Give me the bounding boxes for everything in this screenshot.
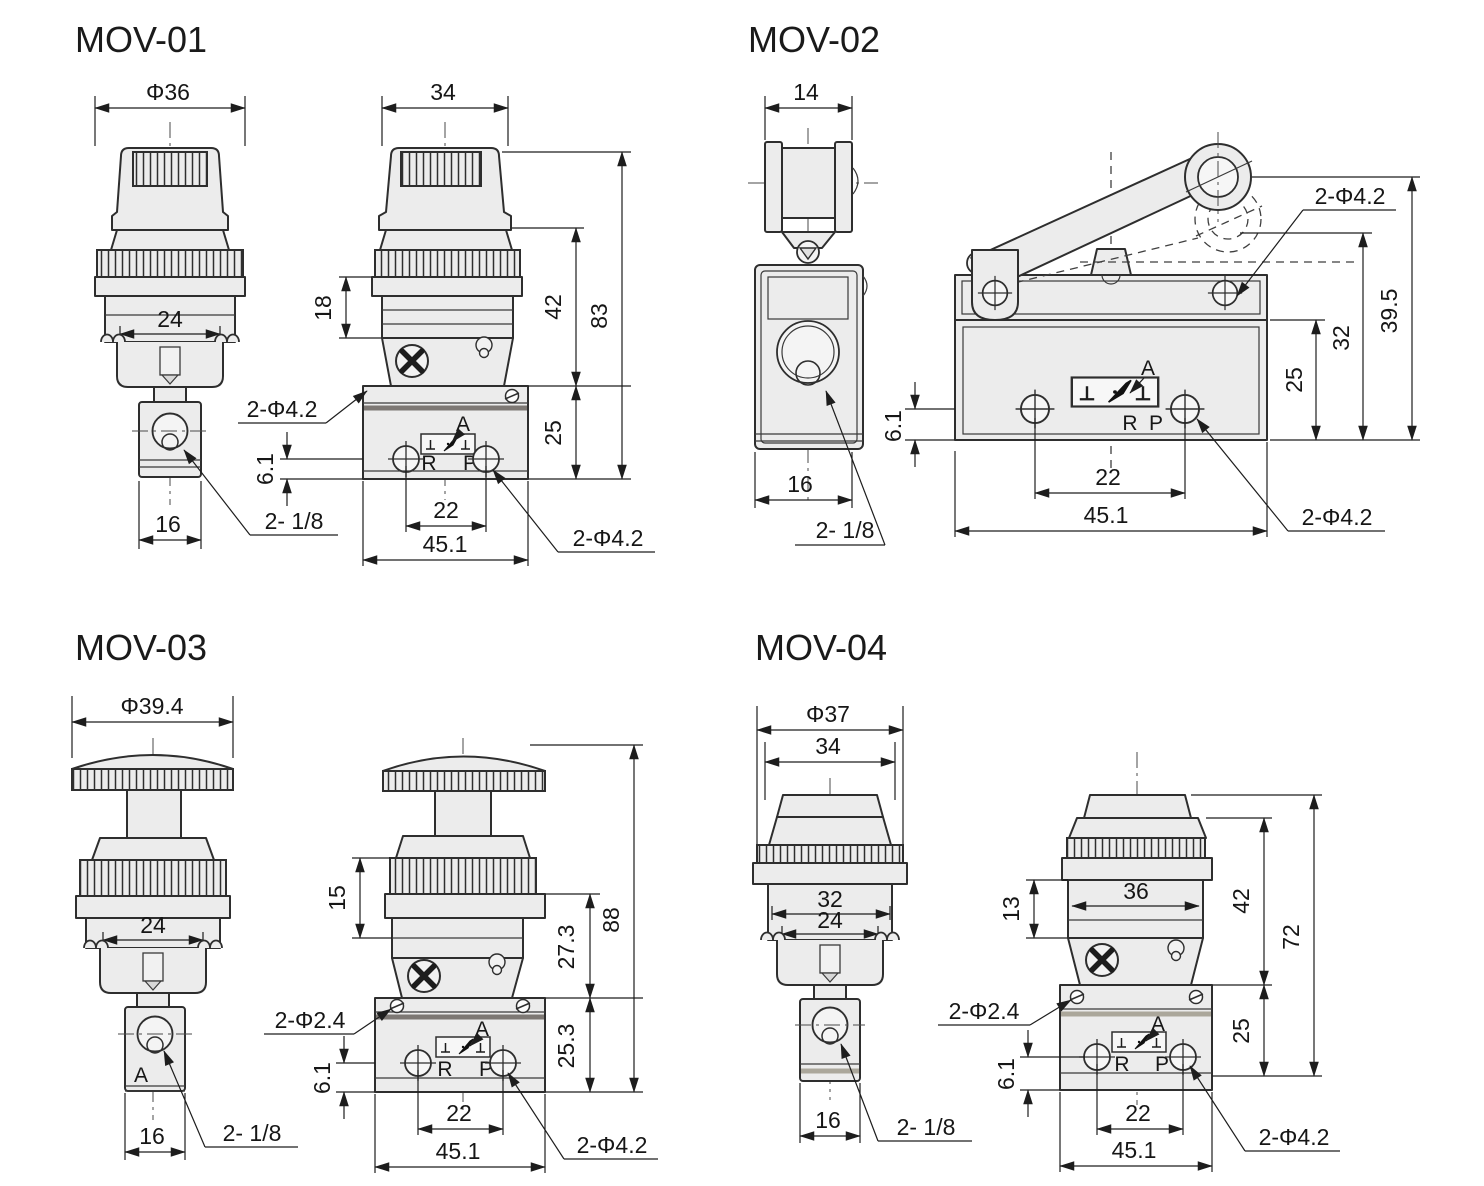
panel-mov02: MOV-02 14 16 2- 1/8 [748,19,1420,546]
port-label-r: R [1114,1053,1129,1076]
label-mov02-holes-top: 2-Φ4.2 [1315,183,1386,209]
dim-mov03-port-w: 16 [139,1123,165,1149]
dim-mov04-cap-w: 34 [815,733,841,759]
dim-mov02-body-w: 16 [787,471,813,497]
port-label-r: R [421,452,436,475]
mov03-side-view: 15 A R P 27.3 25.3 88 6.1 2-Φ2.4 [264,738,658,1173]
dim-mov01-hole-span: 22 [433,497,459,523]
dim-mov04-body-w: 32 [817,886,843,912]
dim-mov01-total-h: 83 [586,303,612,329]
label-mov04-pin-holes: 2-Φ2.4 [949,998,1020,1024]
dim-mov02-hole-span: 22 [1095,464,1121,490]
port-label-a: A [475,1018,489,1041]
label-mov02-ports: 2- 1/8 [816,517,875,543]
dim-mov04-port-face: 6.1 [993,1058,1019,1090]
dim-mov01-port-face: 6.1 [252,453,278,485]
dim-mov03-port-face: 6.1 [309,1062,335,1094]
panel-title-mov01: MOV-01 [75,19,207,60]
dim-mov02-base-w: 45.1 [1084,502,1129,528]
mov03-front-view: Φ39.4 24 A 16 2- 1/8 [71,693,298,1160]
port-label-r: R [437,1058,452,1081]
panel-mov03: MOV-03 Φ39.4 24 A 16 2- 1/8 [71,627,658,1173]
dim-mov02-w: 14 [793,79,819,105]
mov01-front-view: Φ36 24 16 2- 1/8 [94,79,338,549]
dim-mov04-flange-w: 24 [817,907,843,933]
dim-mov04-port-w: 16 [815,1107,841,1133]
label-mov04-holes-bottom: 2-Φ4.2 [1259,1124,1330,1150]
mov04-side-view: 36 13 A R P 42 25 72 6.1 [938,752,1340,1172]
dim-mov03-dia: Φ39.4 [120,693,183,719]
dim-mov03-knob-h: 15 [324,885,350,911]
dim-mov03-base-w: 45.1 [436,1138,481,1164]
mov01-side-view: 34 18 A R P 42 25 83 [238,79,655,566]
dim-mov02-port-face: 6.1 [880,410,906,442]
panel-title-mov02: MOV-02 [748,19,880,60]
port-label-a: A [134,1064,148,1087]
label-mov04-ports: 2- 1/8 [897,1114,956,1140]
panel-title-mov03: MOV-03 [75,627,207,668]
label-mov03-ports: 2- 1/8 [223,1120,282,1146]
dim-mov04-side-body-w: 36 [1123,878,1149,904]
dim-mov03-flange-w: 24 [140,912,166,938]
dim-mov03-total-h: 88 [598,907,624,933]
port-label-a: A [456,413,470,436]
dim-mov01-dia: Φ36 [146,79,190,105]
dim-mov02-h-base: 25 [1281,367,1307,393]
dim-mov01-port-w: 16 [155,511,181,537]
dim-mov03-upper-h: 27.3 [553,925,579,970]
mov02-side-view: A R P 25 32 39.5 2-Φ4.2 6.1 22 45.1 2-Φ4 [880,132,1420,537]
mov04-front-view: Φ37 34 32 24 16 2- 1/8 [752,701,972,1143]
port-label-a: A [1151,1013,1165,1036]
dim-mov01-base-h: 25 [540,420,566,446]
panel-title-mov04: MOV-04 [755,627,887,668]
port-label-r: R [1122,412,1137,435]
dim-mov04-base-h: 25 [1228,1018,1254,1044]
panel-mov01: MOV-01 Φ36 24 16 2- 1/8 34 [75,19,655,566]
label-mov01-holes-top: 2-Φ4.2 [247,396,318,422]
dim-mov02-h-mid: 32 [1328,325,1354,351]
dim-mov01-base-w: 45.1 [423,531,468,557]
dim-mov04-base-w: 45.1 [1112,1137,1157,1163]
port-label-p: P [1155,1053,1169,1076]
dim-mov04-total-h: 72 [1278,924,1304,950]
port-label-p: P [1149,412,1163,435]
dim-mov01-top-w: 34 [430,79,456,105]
dim-mov04-hole-span: 22 [1125,1100,1151,1126]
dim-mov04-dia: Φ37 [806,701,850,727]
dim-mov04-upper-h: 42 [1228,888,1254,914]
label-mov01-ports: 2- 1/8 [265,508,324,534]
dim-mov01-cap-h: 18 [310,295,336,321]
dim-mov01-upper-h: 42 [540,294,566,320]
label-mov01-holes-bottom: 2-Φ4.2 [573,525,644,551]
dim-mov03-base-h: 25.3 [553,1024,579,1069]
dim-mov03-hole-span: 22 [446,1100,472,1126]
label-mov03-pin-holes: 2-Φ2.4 [275,1007,346,1033]
mov02-front-view: 14 16 2- 1/8 [748,79,886,546]
dim-mov04-body-h: 13 [998,896,1024,922]
panel-mov04: MOV-04 Φ37 34 32 24 16 2- 1/8 [752,627,1340,1172]
dim-mov01-flange-w: 24 [157,306,183,332]
port-label-a: A [1141,357,1155,380]
label-mov02-holes-bottom: 2-Φ4.2 [1302,504,1373,530]
label-mov03-holes-bottom: 2-Φ4.2 [577,1132,648,1158]
dim-mov02-h-total: 39.5 [1376,289,1402,334]
